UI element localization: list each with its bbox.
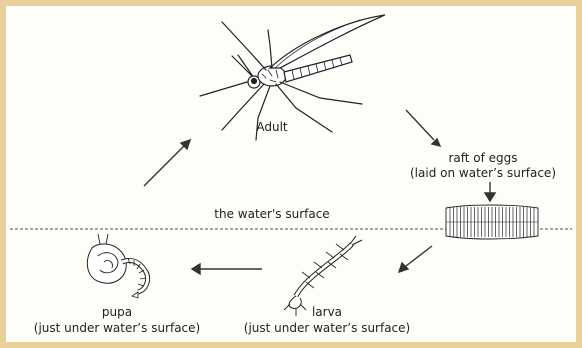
eggs-label: raft of eggs xyxy=(448,151,517,165)
pupa-label: pupa xyxy=(102,305,132,319)
mosquito-adult-icon xyxy=(200,15,385,140)
arrow-pupa-to-adult xyxy=(144,140,190,186)
arrow-adult-to-eggs xyxy=(406,110,440,146)
arrow-eggs-to-larva xyxy=(399,246,432,272)
arrow-larva-to-pupa xyxy=(192,264,262,274)
larva-icon xyxy=(284,236,362,316)
larva-label: larva xyxy=(312,305,342,319)
pupa-note: (just under water’s surface) xyxy=(34,321,200,335)
water-surface-label: the water's surface xyxy=(214,207,329,221)
pupa-icon xyxy=(87,234,147,298)
egg-raft-icon xyxy=(446,205,538,239)
eggs-note: (laid on water’s surface) xyxy=(410,166,556,180)
larva-note: (just under water’s surface) xyxy=(244,321,410,335)
arrow-to-egg-raft xyxy=(485,182,495,201)
adult-label: Adult xyxy=(256,120,288,134)
